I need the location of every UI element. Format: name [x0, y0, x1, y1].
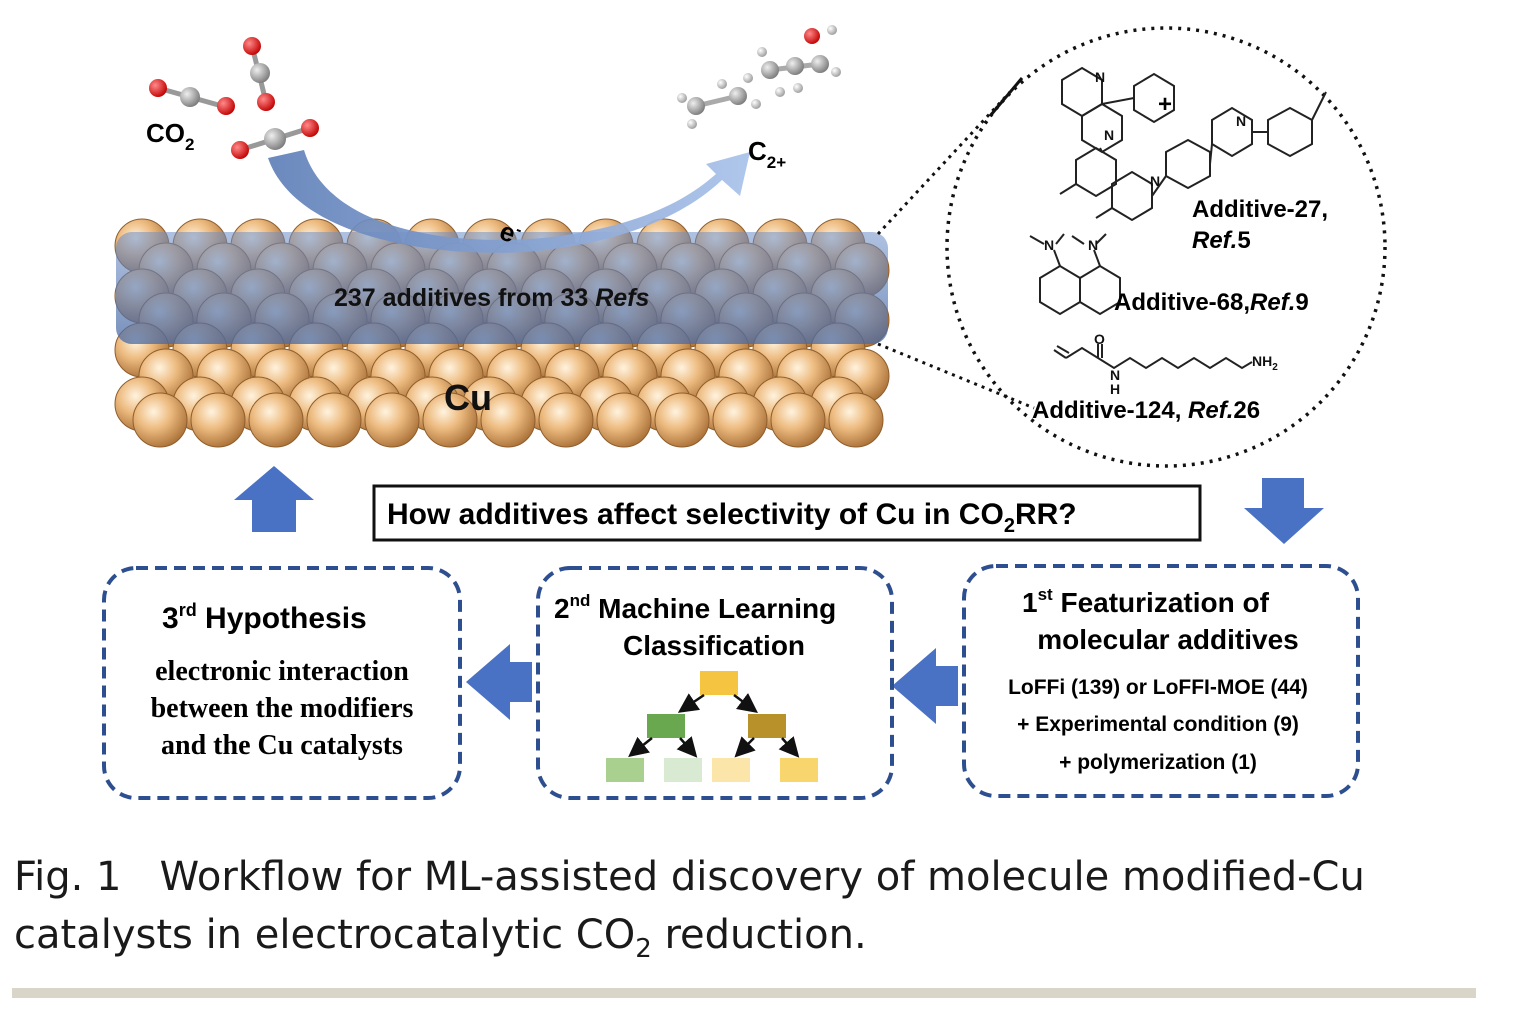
- svg-text:N: N: [1088, 237, 1098, 253]
- svg-text:+ polymerization (1): + polymerization (1): [1059, 751, 1257, 774]
- step2-title: 2nd Machine Learning: [554, 591, 836, 624]
- product-label: C2+: [748, 136, 786, 172]
- svg-text:N: N: [1104, 127, 1114, 143]
- cu-atom: [771, 393, 825, 447]
- cu-atom: [249, 393, 303, 447]
- additives-count-label: 237 additives from 33 Refs: [334, 284, 650, 312]
- cu-atom: [539, 393, 593, 447]
- cu-atom: [365, 393, 419, 447]
- step3-lines: electronic interaction between the modif…: [151, 656, 414, 761]
- reactant-label: CO2: [146, 118, 194, 154]
- svg-text:N: N: [1236, 113, 1246, 129]
- cu-atom: [597, 393, 651, 447]
- additive-27-label: Additive-27,: [1192, 196, 1328, 223]
- c2-products: [677, 25, 841, 129]
- svg-text:N: N: [1044, 237, 1054, 253]
- additive-27-ref: Ref.5: [1192, 227, 1251, 254]
- svg-text:N: N: [1150, 173, 1160, 189]
- cu-atom: [655, 393, 709, 447]
- additive-27-atoms: N N N N: [1095, 69, 1246, 189]
- cu-atom: [191, 393, 245, 447]
- left-arrow-icon-1: [892, 648, 958, 724]
- figure-label: Fig. 1: [14, 854, 121, 900]
- cu-label: Cu: [444, 377, 492, 418]
- svg-text:NH2: NH2: [1252, 353, 1278, 373]
- additive-124-structure: [1054, 344, 1252, 368]
- cu-atom: [307, 393, 361, 447]
- figure-caption: Fig. 1 Workflow for ML-assisted discover…: [14, 848, 1514, 978]
- step1-subtitle: molecular additives: [1037, 624, 1298, 655]
- additive-68-atoms: N N: [1044, 237, 1098, 253]
- svg-text:electronic interaction: electronic interaction: [155, 656, 409, 687]
- up-arrow-icon: [234, 466, 314, 532]
- cu-atom: [713, 393, 767, 447]
- down-arrow-icon: [1244, 478, 1324, 544]
- svg-text:O: O: [1094, 331, 1105, 347]
- zoom-line-bottom: [878, 344, 1034, 408]
- bottom-rule: [12, 988, 1476, 998]
- svg-text:between the modifiers: between the modifiers: [151, 693, 414, 724]
- svg-text:and the Cu catalysts: and the Cu catalysts: [161, 730, 403, 761]
- caption-subscript: 2: [635, 934, 652, 964]
- caption-text-end: reduction.: [652, 912, 867, 958]
- cu-atom: [829, 393, 883, 447]
- svg-text:+ Experimental condition (9): + Experimental condition (9): [1017, 713, 1299, 736]
- svg-text:H: H: [1110, 381, 1120, 397]
- zoom-line-top: [878, 92, 1010, 234]
- additive-124-label: Additive-124, Ref.26: [1032, 397, 1260, 424]
- step1-title: 1st Featurization of: [1022, 585, 1270, 618]
- left-arrow-icon-2: [466, 644, 532, 720]
- svg-text:LoFFi (139) or LoFFI-MOE (44): LoFFi (139) or LoFFI-MOE (44): [1008, 676, 1308, 699]
- step2-subtitle: Classification: [623, 630, 805, 661]
- workflow-figure: CO2 C2+ e- 237 additives from 33 Refs Cu…: [0, 0, 1532, 830]
- cu-atom: [133, 393, 187, 447]
- svg-text:N: N: [1095, 69, 1105, 85]
- plus-sign: +: [1158, 91, 1172, 118]
- additive-68-label: Additive-68,Ref.9: [1114, 289, 1309, 316]
